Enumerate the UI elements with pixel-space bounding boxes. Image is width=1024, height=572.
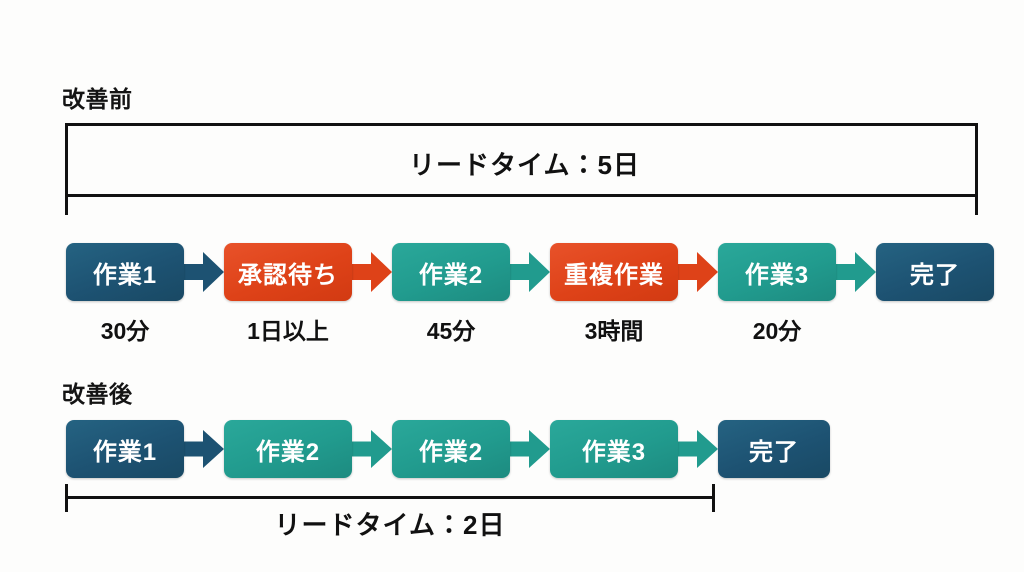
process-node[interactable]: 重複作業: [550, 243, 678, 301]
process-node-label: 作業2: [418, 261, 484, 289]
process-node-label: 完了: [749, 438, 799, 466]
process-flow-before: 作業1 承認待ち 作業2 重複作業 作業3 完了: [66, 243, 994, 301]
process-node[interactable]: 作業1: [66, 420, 184, 478]
bracket-leg-left-after: [65, 484, 68, 512]
duration-caption-row-before: 30分 1日以上 45分 3時間 20分: [66, 312, 994, 346]
process-flow-after: 作業1 作業2 作業2 作業3 完了: [66, 420, 830, 478]
flow-arrow-icon: [678, 252, 718, 292]
process-node-label: 作業2: [418, 438, 484, 466]
lead-time-label-before: リードタイム：5日: [409, 149, 640, 180]
process-node-label: 作業3: [744, 261, 810, 289]
flow-arrow-icon: [184, 252, 224, 292]
duration-label: 20分: [752, 318, 802, 344]
bracket-leg-right-after: [712, 484, 715, 512]
bracket-leg-left-before: [65, 123, 68, 215]
flow-arrow-icon: [352, 430, 392, 468]
process-node-label: 作業1: [92, 438, 158, 466]
process-node[interactable]: 作業3: [550, 420, 678, 478]
duration-label: 45分: [426, 318, 476, 344]
process-node[interactable]: 作業1: [66, 243, 184, 301]
process-node[interactable]: 完了: [876, 243, 994, 301]
bracket-leg-right-before: [975, 123, 978, 215]
process-node[interactable]: 作業2: [224, 420, 352, 478]
duration-label: 30分: [100, 318, 150, 344]
process-node[interactable]: 完了: [718, 420, 830, 478]
section-label-before: 改善前: [62, 86, 133, 112]
duration-label: 1日以上: [247, 318, 329, 344]
process-node-label: 完了: [910, 261, 960, 289]
process-node-label: 承認待ち: [238, 261, 338, 289]
process-node[interactable]: 作業2: [392, 420, 510, 478]
process-node[interactable]: 作業2: [392, 243, 510, 301]
flow-arrow-icon: [352, 252, 392, 292]
process-node-label: 作業2: [255, 438, 321, 466]
flow-arrow-icon: [678, 430, 718, 468]
lead-time-bracket-before: リードタイム：5日: [65, 123, 978, 197]
process-node[interactable]: 作業3: [718, 243, 836, 301]
duration-label: [876, 312, 994, 346]
process-node[interactable]: 承認待ち: [224, 243, 352, 301]
flow-arrow-icon: [510, 430, 550, 468]
duration-label: 3時間: [584, 318, 644, 344]
process-node-label: 作業1: [92, 261, 158, 289]
section-label-after: 改善後: [62, 381, 133, 407]
process-node-label: 重複作業: [564, 261, 664, 289]
flow-arrow-icon: [836, 252, 876, 292]
flow-arrow-icon: [510, 252, 550, 292]
process-node-label: 作業3: [581, 438, 647, 466]
flow-arrow-icon: [184, 430, 224, 468]
lead-time-label-after: リードタイム：2日: [274, 510, 506, 540]
lead-time-bracket-after: [65, 496, 715, 499]
